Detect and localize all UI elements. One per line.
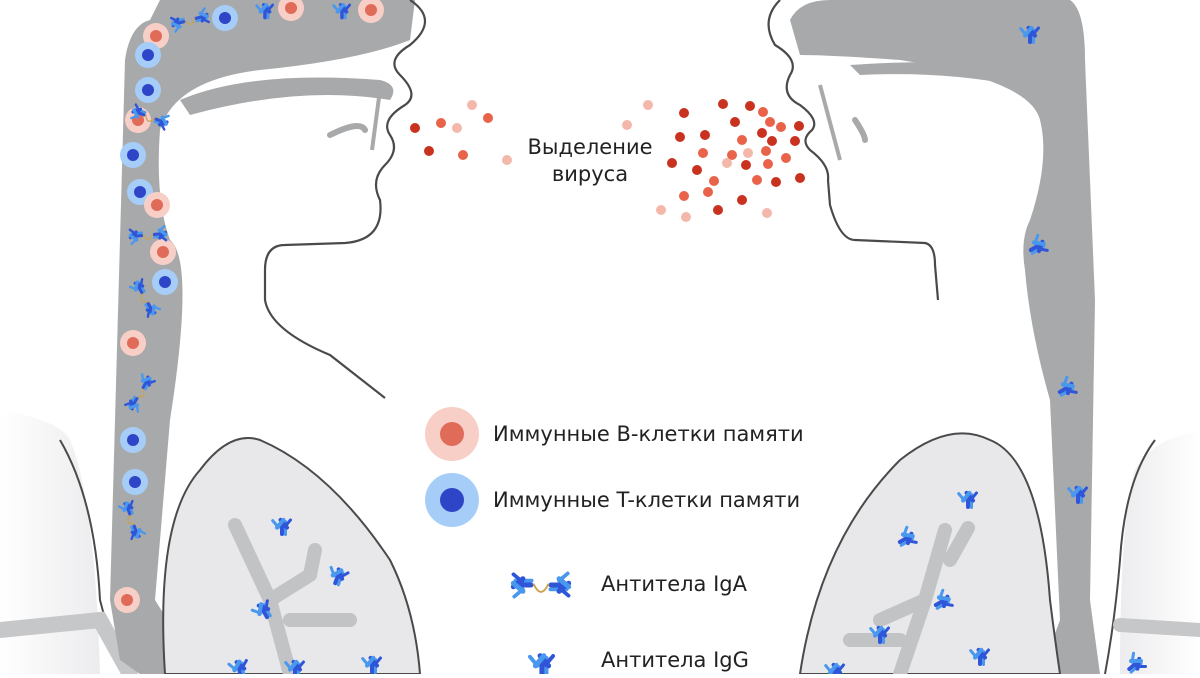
legend-t-cells-label: Иммунные T-клетки памяти xyxy=(493,488,801,512)
legend-iga: Антитела IgA xyxy=(601,572,747,596)
right-airway xyxy=(790,0,1100,674)
legend-igg-antibody-icon xyxy=(527,652,556,677)
virus-shedding-label-line2: вируса xyxy=(551,162,629,186)
legend-b-cells: Иммунные B-клетки памяти xyxy=(493,422,804,446)
legend-b-memory-cell-icon xyxy=(425,407,479,461)
legend-t-cells: Иммунные T-клетки памяти xyxy=(493,488,800,512)
virus-particles xyxy=(410,99,805,222)
left-lung xyxy=(162,437,422,678)
virus-shedding-label-line1: Выделение xyxy=(527,135,653,159)
left-airway xyxy=(110,0,415,674)
virus-shedding-label: Выделение вируса xyxy=(520,134,660,188)
right-face-outline xyxy=(767,0,940,301)
legend-iga-label: Антитела IgA xyxy=(601,572,747,596)
legend-b-cells-label: Иммунные B-клетки памяти xyxy=(493,422,804,446)
right-lung xyxy=(798,432,1062,678)
legend-iga-antibody-icon xyxy=(510,571,572,599)
legend-igg: Антитела IgG xyxy=(601,648,749,672)
legend-igg-label: Антитела IgG xyxy=(601,648,749,672)
right-background-lung xyxy=(1104,430,1200,675)
legend-t-memory-cell-icon xyxy=(425,473,479,527)
left-background-lung xyxy=(0,410,138,678)
left-face-outline xyxy=(263,0,426,399)
